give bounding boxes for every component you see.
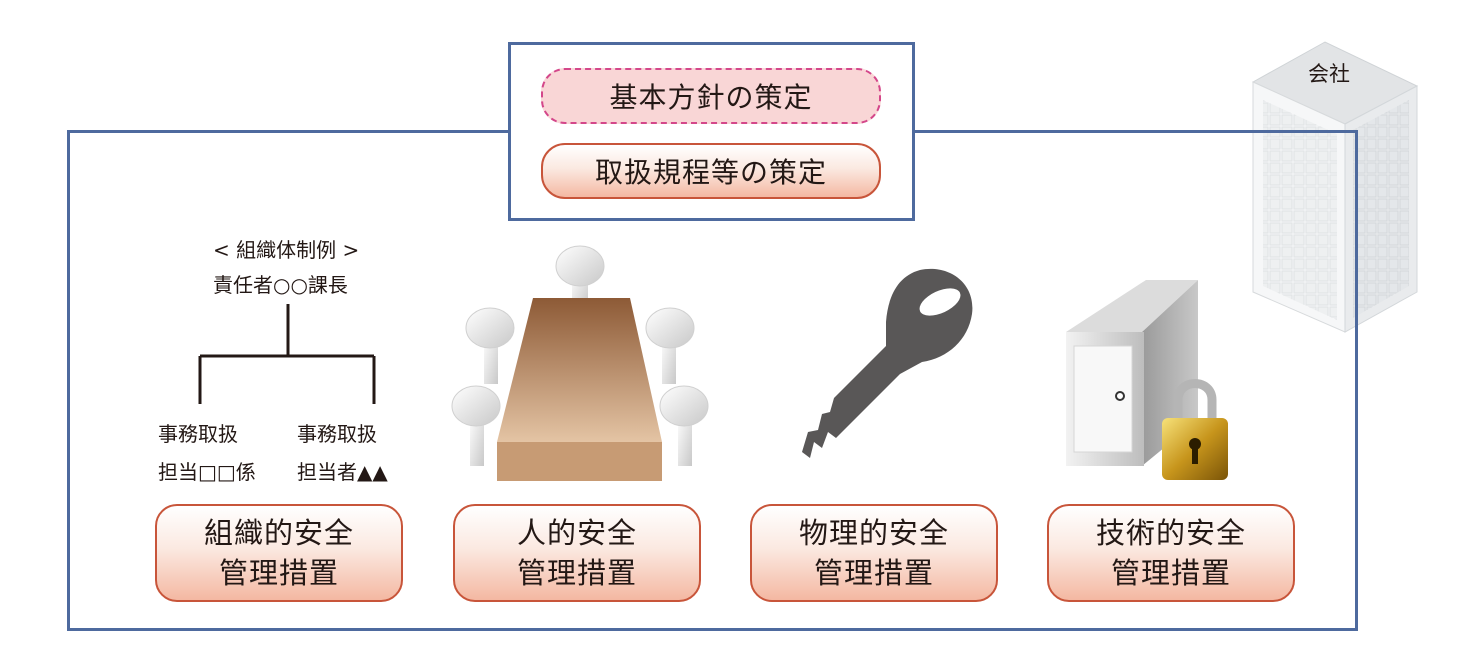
measure-human: 人的安全 管理措置 [453, 504, 701, 602]
org-chart-lines [198, 304, 376, 404]
basic-policy-label: 基本方針の策定 [609, 81, 813, 114]
server-lock-icon [1066, 280, 1228, 480]
org-left-line2: 担当□□係 [158, 460, 256, 484]
org-example-head: 責任者○○課長 [213, 273, 348, 297]
handling-rules-label: 取扱規程等の策定 [594, 156, 827, 189]
measure-organizational-line1: 組織的安全 [203, 516, 354, 550]
measure-human-line2: 管理措置 [516, 556, 637, 590]
org-right-line1: 事務取扱 [297, 422, 377, 446]
handling-rules-pill: 取扱規程等の策定 [541, 143, 881, 199]
measure-technical-line2: 管理措置 [1110, 556, 1231, 590]
org-example-title: < 組織体制例 > [213, 238, 360, 262]
measure-physical: 物理的安全 管理措置 [750, 504, 998, 602]
measure-organizational: 組織的安全 管理措置 [155, 504, 403, 602]
org-left-line1: 事務取扱 [158, 422, 238, 446]
measure-human-line1: 人的安全 [516, 516, 637, 550]
measure-physical-line1: 物理的安全 [798, 516, 949, 550]
company-label: 会社 [1308, 62, 1350, 86]
table-meeting-icon [451, 245, 709, 481]
key-icon [802, 268, 973, 458]
measure-technical: 技術的安全 管理措置 [1047, 504, 1295, 602]
measure-physical-line2: 管理措置 [813, 556, 934, 590]
basic-policy-pill: 基本方針の策定 [541, 68, 881, 124]
measure-technical-line1: 技術的安全 [1095, 516, 1246, 550]
measure-organizational-line2: 管理措置 [218, 556, 339, 590]
org-right-line2: 担当者▲▲ [297, 460, 388, 484]
building-icon [1251, 41, 1419, 333]
